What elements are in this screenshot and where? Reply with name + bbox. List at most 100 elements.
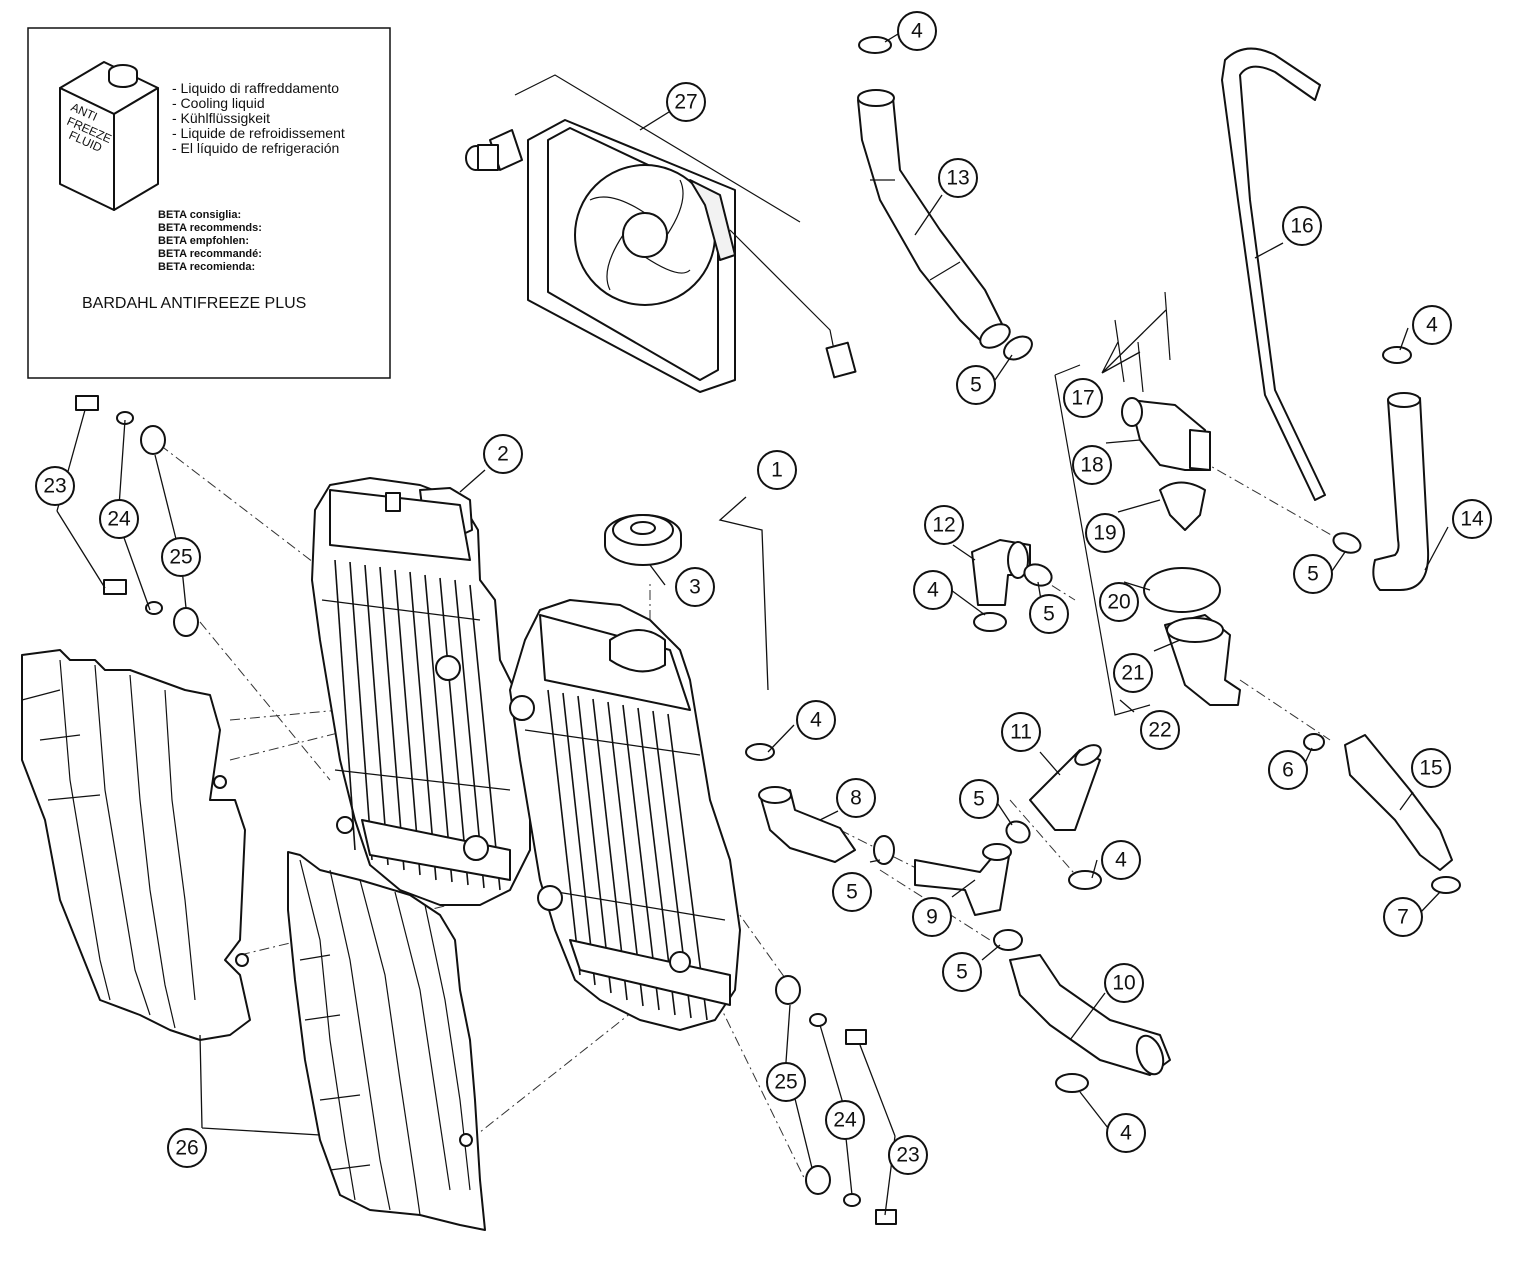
- callout-27: 27: [666, 82, 706, 122]
- callout-8: 8: [836, 778, 876, 818]
- callout-26: 26: [167, 1128, 207, 1168]
- callout-13: 13: [938, 158, 978, 198]
- liquid-name-it: - Liquido di raffreddamento: [172, 80, 339, 96]
- callout-4: 4: [796, 700, 836, 740]
- callout-9-label: 9: [926, 906, 938, 929]
- recommends-en: BETA recommends:: [158, 222, 262, 234]
- liquid-name-fr: - Liquide de refroidissement: [172, 125, 345, 141]
- recommends-it: BETA consiglia:: [158, 209, 241, 221]
- y-junction-9: [914, 843, 1012, 916]
- callout-24: 24: [99, 499, 139, 539]
- callout-16-label: 16: [1290, 215, 1313, 238]
- callout-25-label: 25: [774, 1071, 797, 1094]
- callout-11: 11: [1001, 712, 1041, 752]
- callout-12-label: 12: [932, 514, 955, 537]
- callout-5: 5: [832, 872, 872, 912]
- liquid-name-en: - Cooling liquid: [172, 95, 265, 111]
- recommended-product: BARDAHL ANTIFREEZE PLUS: [82, 295, 306, 312]
- callout-19: 19: [1085, 513, 1125, 553]
- left-radiator: [311, 477, 531, 906]
- callout-19-label: 19: [1093, 522, 1116, 545]
- callout-3: 3: [675, 567, 715, 607]
- elbow-hose-12: [971, 539, 1031, 606]
- callout-25-label: 25: [169, 546, 192, 569]
- callout-5-label: 5: [1043, 603, 1055, 626]
- callout-14-label: 14: [1460, 508, 1484, 531]
- elbow-hose-8: [758, 786, 856, 863]
- cooling-fan-assembly: [465, 74, 857, 393]
- callout-5-label: 5: [973, 788, 985, 811]
- callout-15: 15: [1411, 748, 1451, 788]
- hose-15: [1344, 734, 1453, 871]
- callout-15-label: 15: [1419, 757, 1442, 780]
- overflow-breather-tube: [1221, 47, 1326, 501]
- callout-23: 23: [888, 1135, 928, 1175]
- callout-26-label: 26: [175, 1137, 198, 1160]
- upper-radiator-hose: [857, 89, 1011, 349]
- callout-2: 2: [483, 434, 523, 474]
- callout-6-label: 6: [1282, 759, 1294, 782]
- callout-5-label: 5: [970, 374, 982, 397]
- callout-5: 5: [1293, 554, 1333, 594]
- callout-1: 1: [757, 450, 797, 490]
- callout-11-label: 11: [1010, 721, 1032, 744]
- callout-17: 17: [1063, 378, 1103, 418]
- callout-5-label: 5: [1307, 563, 1319, 586]
- fan-switch-sensor: [465, 129, 523, 171]
- callout-2-label: 2: [497, 443, 509, 466]
- callout-4: 4: [1412, 305, 1452, 345]
- coolant-info-box: ANTI FREEZE FLUID - Liquido di raffredda…: [27, 27, 391, 379]
- callout-20: 20: [1099, 582, 1139, 622]
- callout-4-label: 4: [911, 20, 923, 43]
- callout-5: 5: [942, 952, 982, 992]
- callout-7-label: 7: [1397, 906, 1409, 929]
- callout-23: 23: [35, 466, 75, 506]
- fasteners: [75, 395, 897, 1225]
- callout-10: 10: [1104, 963, 1144, 1003]
- hose-11: [1029, 744, 1102, 831]
- callout-23-label: 23: [896, 1144, 919, 1167]
- radiator-louver-grille: [287, 851, 486, 1231]
- callout-24-label: 24: [107, 508, 131, 531]
- callout-27-label: 27: [674, 91, 697, 114]
- callout-25: 25: [161, 537, 201, 577]
- hose-10: [1009, 954, 1171, 1076]
- callout-10-label: 10: [1112, 972, 1135, 995]
- callout-5: 5: [1029, 594, 1069, 634]
- callout-8-label: 8: [850, 787, 862, 810]
- callout-25: 25: [766, 1062, 806, 1102]
- recommends-es: BETA recomienda:: [158, 261, 255, 273]
- callout-4-label: 4: [810, 709, 822, 732]
- callout-5: 5: [956, 365, 996, 405]
- callout-3-label: 3: [689, 576, 701, 599]
- callout-7: 7: [1383, 897, 1423, 937]
- radiator-cap: [604, 514, 682, 566]
- thermostat-housing-group: [1054, 291, 1241, 716]
- antifreeze-can-icon: ANTI FREEZE FLUID: [59, 61, 159, 211]
- callout-5-label: 5: [846, 881, 858, 904]
- right-radiator: [509, 599, 741, 1031]
- callout-4: 4: [897, 11, 937, 51]
- recommends-de: BETA empfohlen:: [158, 235, 249, 247]
- callout-24: 24: [825, 1100, 865, 1140]
- callout-4-label: 4: [1426, 314, 1438, 337]
- callout-18: 18: [1072, 445, 1112, 485]
- callout-17-label: 17: [1071, 387, 1094, 410]
- callout-20-label: 20: [1107, 591, 1130, 614]
- callout-12: 12: [924, 505, 964, 545]
- callout-9: 9: [912, 897, 952, 937]
- callout-5: 5: [959, 779, 999, 819]
- callout-21: 21: [1113, 653, 1153, 693]
- callout-21-label: 21: [1121, 662, 1144, 685]
- callout-13-label: 13: [946, 167, 969, 190]
- callout-6: 6: [1268, 750, 1308, 790]
- liquid-name-es: - El líquido de refrigeración: [172, 140, 339, 156]
- callout-4-label: 4: [927, 579, 939, 602]
- callout-16: 16: [1282, 206, 1322, 246]
- hose-14: [1372, 392, 1430, 591]
- callout-23-label: 23: [43, 475, 66, 498]
- callout-24-label: 24: [833, 1109, 857, 1132]
- callout-14: 14: [1452, 499, 1492, 539]
- callout-22: 22: [1140, 710, 1180, 750]
